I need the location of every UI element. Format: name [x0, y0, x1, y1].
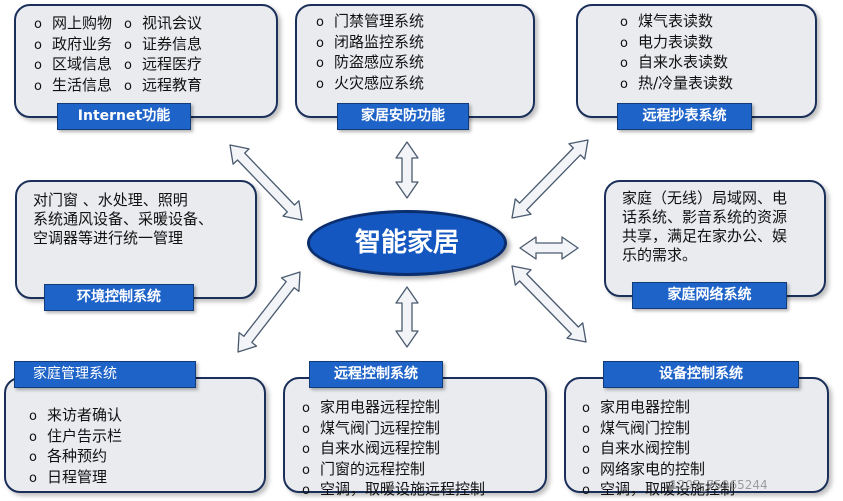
environment-text: 对门窗 、水处理、照明 系统通风设备、采暖设备、 空调器等进行统一管理 — [33, 191, 213, 248]
network-line: 话系统、影音系统的资源 — [622, 208, 788, 226]
arrow-remote — [395, 286, 419, 348]
arrow-home — [237, 271, 301, 353]
security-list: 门禁管理系统 闭路监控系统 防盗感应系统 火灾感应系统 — [316, 12, 424, 94]
internet-item: 远程教育 — [124, 76, 202, 97]
environment-line: 空调器等进行统一管理 — [33, 229, 184, 247]
device-list: 家用电器控制 煤气阀门控制 自来水阀控制 网络家电的控制 空调，取暖设施控制 — [582, 398, 735, 501]
network-text: 家庭（无线）局域网、电 话系统、影音系统的资源 共享，满足在家办公、娱 乐的需求… — [622, 189, 787, 265]
security-item: 闭路监控系统 — [316, 33, 424, 54]
arrow-meter — [511, 139, 589, 219]
internet-list-col2: 视讯会议 证券信息 远程医疗 远程教育 — [124, 14, 202, 96]
internet-item: 生活信息 — [34, 76, 112, 97]
remote-title: 远程控制系统 — [309, 361, 443, 388]
remote-item: 门窗的远程控制 — [302, 460, 485, 481]
internet-item: 证券信息 — [124, 35, 202, 56]
network-box — [604, 180, 826, 297]
meter-item: 煤气表读数 — [620, 12, 733, 33]
network-line: 乐的需求。 — [622, 246, 698, 264]
device-item: 家用电器控制 — [582, 398, 735, 419]
security-item: 防盗感应系统 — [316, 53, 424, 74]
internet-item: 区域信息 — [34, 55, 112, 76]
environment-line: 对门窗 、水处理、照明 — [33, 191, 188, 209]
hub-label: 智能家居 — [354, 228, 459, 258]
home-mgmt-item: 各种预约 — [29, 447, 122, 468]
remote-item: 空调，取暖设施远程控制 — [302, 480, 485, 501]
home-mgmt-title: 家庭管理系统 — [14, 361, 196, 388]
home-mgmt-list: 来访者确认 住户告示栏 各种预约 日程管理 — [29, 406, 122, 488]
remote-item: 煤气阀门远程控制 — [302, 419, 485, 440]
remote-list: 家用电器远程控制 煤气阀门远程控制 自来水阀远程控制 门窗的远程控制 空调，取暖… — [302, 398, 485, 501]
internet-item: 网上购物 — [34, 14, 112, 35]
device-title: 设备控制系统 — [603, 361, 799, 388]
internet-item: 远程医疗 — [124, 55, 202, 76]
meter-item: 自来水表读数 — [620, 53, 733, 74]
network-title: 家庭网络系统 — [632, 282, 787, 309]
internet-list-col1: 网上购物 政府业务 区域信息 生活信息 — [34, 14, 112, 96]
arrow-network — [519, 236, 579, 260]
environment-box — [15, 180, 257, 299]
device-item: 煤气阀门控制 — [582, 419, 735, 440]
home-mgmt-item: 住户告示栏 — [29, 427, 122, 448]
security-item: 门禁管理系统 — [316, 12, 424, 33]
environment-title: 环境控制系统 — [44, 284, 194, 311]
arrow-internet — [229, 144, 303, 221]
hub-ellipse: 智能家居 — [307, 210, 507, 276]
security-title: 家居安防功能 — [337, 103, 469, 130]
internet-item: 政府业务 — [34, 35, 112, 56]
meter-list: 煤气表读数 电力表读数 自来水表读数 热/冷量表读数 — [620, 12, 733, 94]
remote-item: 自来水阀远程控制 — [302, 439, 485, 460]
meter-item: 热/冷量表读数 — [620, 74, 733, 95]
remote-item: 家用电器远程控制 — [302, 398, 485, 419]
network-line: 家庭（无线）局域网、电 — [622, 189, 788, 207]
home-mgmt-item: 来访者确认 — [29, 406, 122, 427]
meter-item: 电力表读数 — [620, 33, 733, 54]
device-item: 网络家电的控制 — [582, 460, 735, 481]
network-line: 共享，满足在家办公、娱 — [622, 227, 788, 245]
arrow-device — [511, 265, 587, 343]
meter-title: 远程抄表系统 — [617, 103, 752, 130]
environment-line: 系统通风设备、采暖设备、 — [33, 210, 214, 228]
internet-item: 视讯会议 — [124, 14, 202, 35]
security-item: 火灾感应系统 — [316, 74, 424, 95]
arrow-security — [395, 141, 419, 199]
home-mgmt-item: 日程管理 — [29, 468, 122, 489]
internet-title: Internet功能 — [57, 103, 191, 130]
watermark: 1205_75965244 — [670, 478, 768, 492]
device-item: 空调，取暖设施控制 — [582, 480, 735, 501]
device-item: 自来水阀控制 — [582, 439, 735, 460]
